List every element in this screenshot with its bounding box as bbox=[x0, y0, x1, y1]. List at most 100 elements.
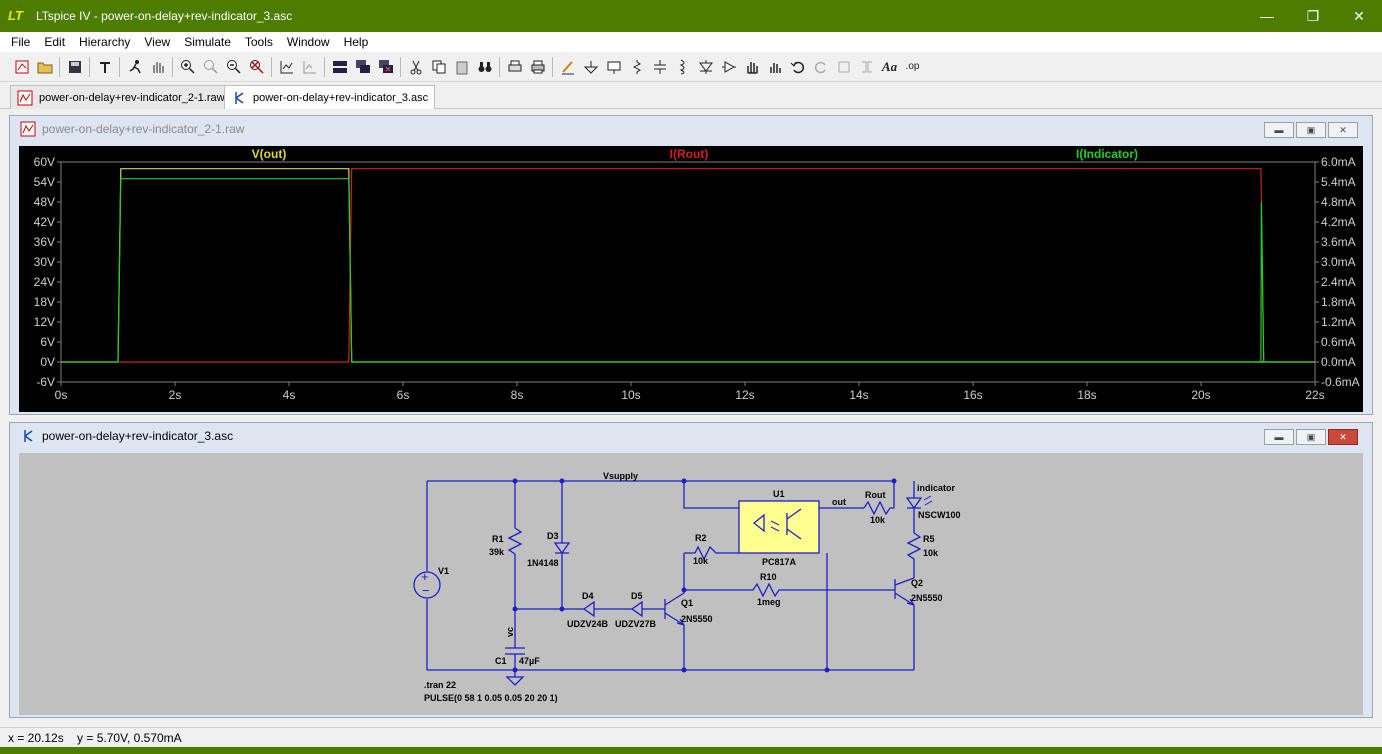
schematic-maximize-button[interactable]: ▣ bbox=[1296, 429, 1326, 445]
open-folder-icon[interactable] bbox=[33, 55, 56, 78]
legend-label[interactable]: I(Rout) bbox=[670, 147, 709, 161]
minimize-button[interactable]: — bbox=[1260, 8, 1274, 24]
schematic-canvas[interactable]: +− Vsupply V1 R1 39k D3 1N4148 D4 UDZV24… bbox=[19, 453, 1363, 715]
autorange-icon[interactable] bbox=[298, 55, 321, 78]
menu-window[interactable]: Window bbox=[286, 35, 330, 49]
label-c1: C1 bbox=[495, 656, 507, 666]
schematic-drawing[interactable]: +− Vsupply V1 R1 39k D3 1N4148 D4 UDZV24… bbox=[19, 453, 1363, 715]
x-tick-label: 4s bbox=[283, 388, 296, 402]
x-tick-label: 14s bbox=[849, 388, 868, 402]
cut-icon[interactable] bbox=[404, 55, 427, 78]
cascade-windows-icon[interactable] bbox=[351, 55, 374, 78]
waveform-icon bbox=[17, 90, 33, 106]
value-d5: UDZV27B bbox=[615, 619, 657, 629]
menu-hierarchy[interactable]: Hierarchy bbox=[79, 35, 131, 49]
component-icon[interactable] bbox=[717, 55, 740, 78]
print-icon[interactable] bbox=[526, 55, 549, 78]
title-bar: LT LTspice IV - power-on-delay+rev-indic… bbox=[0, 0, 1382, 32]
paste-icon[interactable] bbox=[450, 55, 473, 78]
waveform-window: power-on-delay+rev-indicator_2-1.raw ▬ ▣… bbox=[9, 115, 1373, 415]
document-tabs: power-on-delay+rev-indicator_2-1.raw pow… bbox=[0, 83, 1382, 109]
schematic-window: power-on-delay+rev-indicator_3.asc ▬ ▣ ✕ bbox=[9, 422, 1373, 718]
label-rout: Rout bbox=[865, 490, 886, 500]
tab-raw[interactable]: power-on-delay+rev-indicator_2-1.raw bbox=[10, 85, 232, 109]
taskbar-strip bbox=[0, 747, 1382, 754]
value-led: NSCW100 bbox=[918, 510, 961, 520]
halt-hand-icon[interactable] bbox=[146, 55, 169, 78]
menu-edit[interactable]: Edit bbox=[44, 35, 66, 49]
status-bar: x = 20.12s y = 5.70V, 0.570mA bbox=[0, 727, 1382, 747]
copy-icon[interactable] bbox=[427, 55, 450, 78]
y-tick-label-left: 24V bbox=[34, 275, 55, 289]
mirror-icon[interactable] bbox=[855, 55, 878, 78]
diode-icon[interactable] bbox=[694, 55, 717, 78]
series-line-i-indicator-[interactable] bbox=[61, 178, 1315, 363]
cursor-readout: x = 20.12s y = 5.70V, 0.570mA bbox=[8, 730, 182, 745]
rotate-icon[interactable] bbox=[832, 55, 855, 78]
find-binoculars-icon[interactable] bbox=[473, 55, 496, 78]
schematic-minimize-button[interactable]: ▬ bbox=[1264, 429, 1294, 445]
zoom-out-icon[interactable] bbox=[222, 55, 245, 78]
waveform-window-titlebar[interactable]: power-on-delay+rev-indicator_2-1.raw bbox=[10, 116, 1372, 142]
restore-button[interactable]: ❐ bbox=[1306, 7, 1320, 24]
control-panel-icon[interactable] bbox=[93, 55, 116, 78]
y-tick-label-right: 4.8mA bbox=[1321, 195, 1356, 209]
y-tick-label-right: 0.0mA bbox=[1321, 355, 1356, 369]
waveform-close-button[interactable]: ✕ bbox=[1328, 122, 1358, 138]
schematic-window-titlebar[interactable]: power-on-delay+rev-indicator_3.asc bbox=[10, 423, 1372, 449]
menu-file[interactable]: File bbox=[11, 35, 31, 49]
x-tick-label: 16s bbox=[963, 388, 982, 402]
menu-simulate[interactable]: Simulate bbox=[184, 35, 231, 49]
print-preview-icon[interactable] bbox=[503, 55, 526, 78]
label-net-icon[interactable] bbox=[602, 55, 625, 78]
capacitor-icon[interactable] bbox=[648, 55, 671, 78]
label-r10: R10 bbox=[760, 572, 777, 582]
tile-windows-icon[interactable] bbox=[328, 55, 351, 78]
series-line-v-out-[interactable] bbox=[61, 168, 1315, 363]
inductor-icon[interactable] bbox=[671, 55, 694, 78]
svg-text:+: + bbox=[421, 569, 429, 584]
schematic-close-button[interactable]: ✕ bbox=[1328, 429, 1358, 445]
pan-icon[interactable] bbox=[199, 55, 222, 78]
zoom-fit-icon[interactable] bbox=[245, 55, 268, 78]
resistor-icon[interactable] bbox=[625, 55, 648, 78]
series-line-i-rout-[interactable] bbox=[61, 168, 1315, 363]
x-tick-label: 8s bbox=[511, 388, 524, 402]
menu-view[interactable]: View bbox=[144, 35, 171, 49]
waveform-maximize-button[interactable]: ▣ bbox=[1296, 122, 1326, 138]
y-tick-label-left: 60V bbox=[34, 155, 55, 169]
save-icon[interactable] bbox=[63, 55, 86, 78]
new-schematic-icon[interactable] bbox=[10, 55, 33, 78]
waveform-minimize-button[interactable]: ▬ bbox=[1264, 122, 1294, 138]
y-tick-label-right: -0.6mA bbox=[1321, 375, 1360, 389]
directive-tran[interactable]: .tran 22 bbox=[424, 680, 456, 690]
x-tick-label: 2s bbox=[169, 388, 182, 402]
tab-schematic[interactable]: power-on-delay+rev-indicator_3.asc bbox=[224, 85, 436, 109]
y-tick-label-right: 2.4mA bbox=[1321, 275, 1356, 289]
legend-label[interactable]: V(out) bbox=[252, 147, 287, 161]
menu-help[interactable]: Help bbox=[343, 35, 369, 49]
zoom-in-icon[interactable] bbox=[176, 55, 199, 78]
close-button[interactable]: ✕ bbox=[1353, 7, 1365, 24]
spice-directive-icon[interactable]: .op bbox=[905, 61, 920, 72]
run-icon[interactable] bbox=[123, 55, 146, 78]
menu-tools[interactable]: Tools bbox=[244, 35, 273, 49]
close-all-windows-icon[interactable] bbox=[374, 55, 397, 78]
undo-icon[interactable] bbox=[786, 55, 809, 78]
text-icon[interactable]: Aa bbox=[881, 58, 898, 74]
tile-horizontal-icon[interactable] bbox=[275, 55, 298, 78]
move-hand-icon[interactable] bbox=[740, 55, 763, 78]
directive-pulse[interactable]: PULSE(0 58 1 0.05 0.05 20 20 1) bbox=[424, 693, 558, 703]
waveform-chart[interactable]: 60V54V48V42V36V30V24V18V12V6V0V-6V6.0mA5… bbox=[19, 146, 1363, 412]
ground-icon[interactable] bbox=[579, 55, 602, 78]
net-label-out: out bbox=[832, 497, 846, 507]
y-tick-label-right: 4.2mA bbox=[1321, 215, 1356, 229]
draw-wire-icon[interactable] bbox=[556, 55, 579, 78]
redo-icon[interactable] bbox=[809, 55, 832, 78]
y-tick-label-right: 1.8mA bbox=[1321, 295, 1356, 309]
drag-hand-icon[interactable] bbox=[763, 55, 786, 78]
legend-label[interactable]: I(Indicator) bbox=[1076, 147, 1138, 161]
net-label-vsupply: Vsupply bbox=[603, 471, 638, 481]
value-c1: 47µF bbox=[519, 656, 540, 666]
